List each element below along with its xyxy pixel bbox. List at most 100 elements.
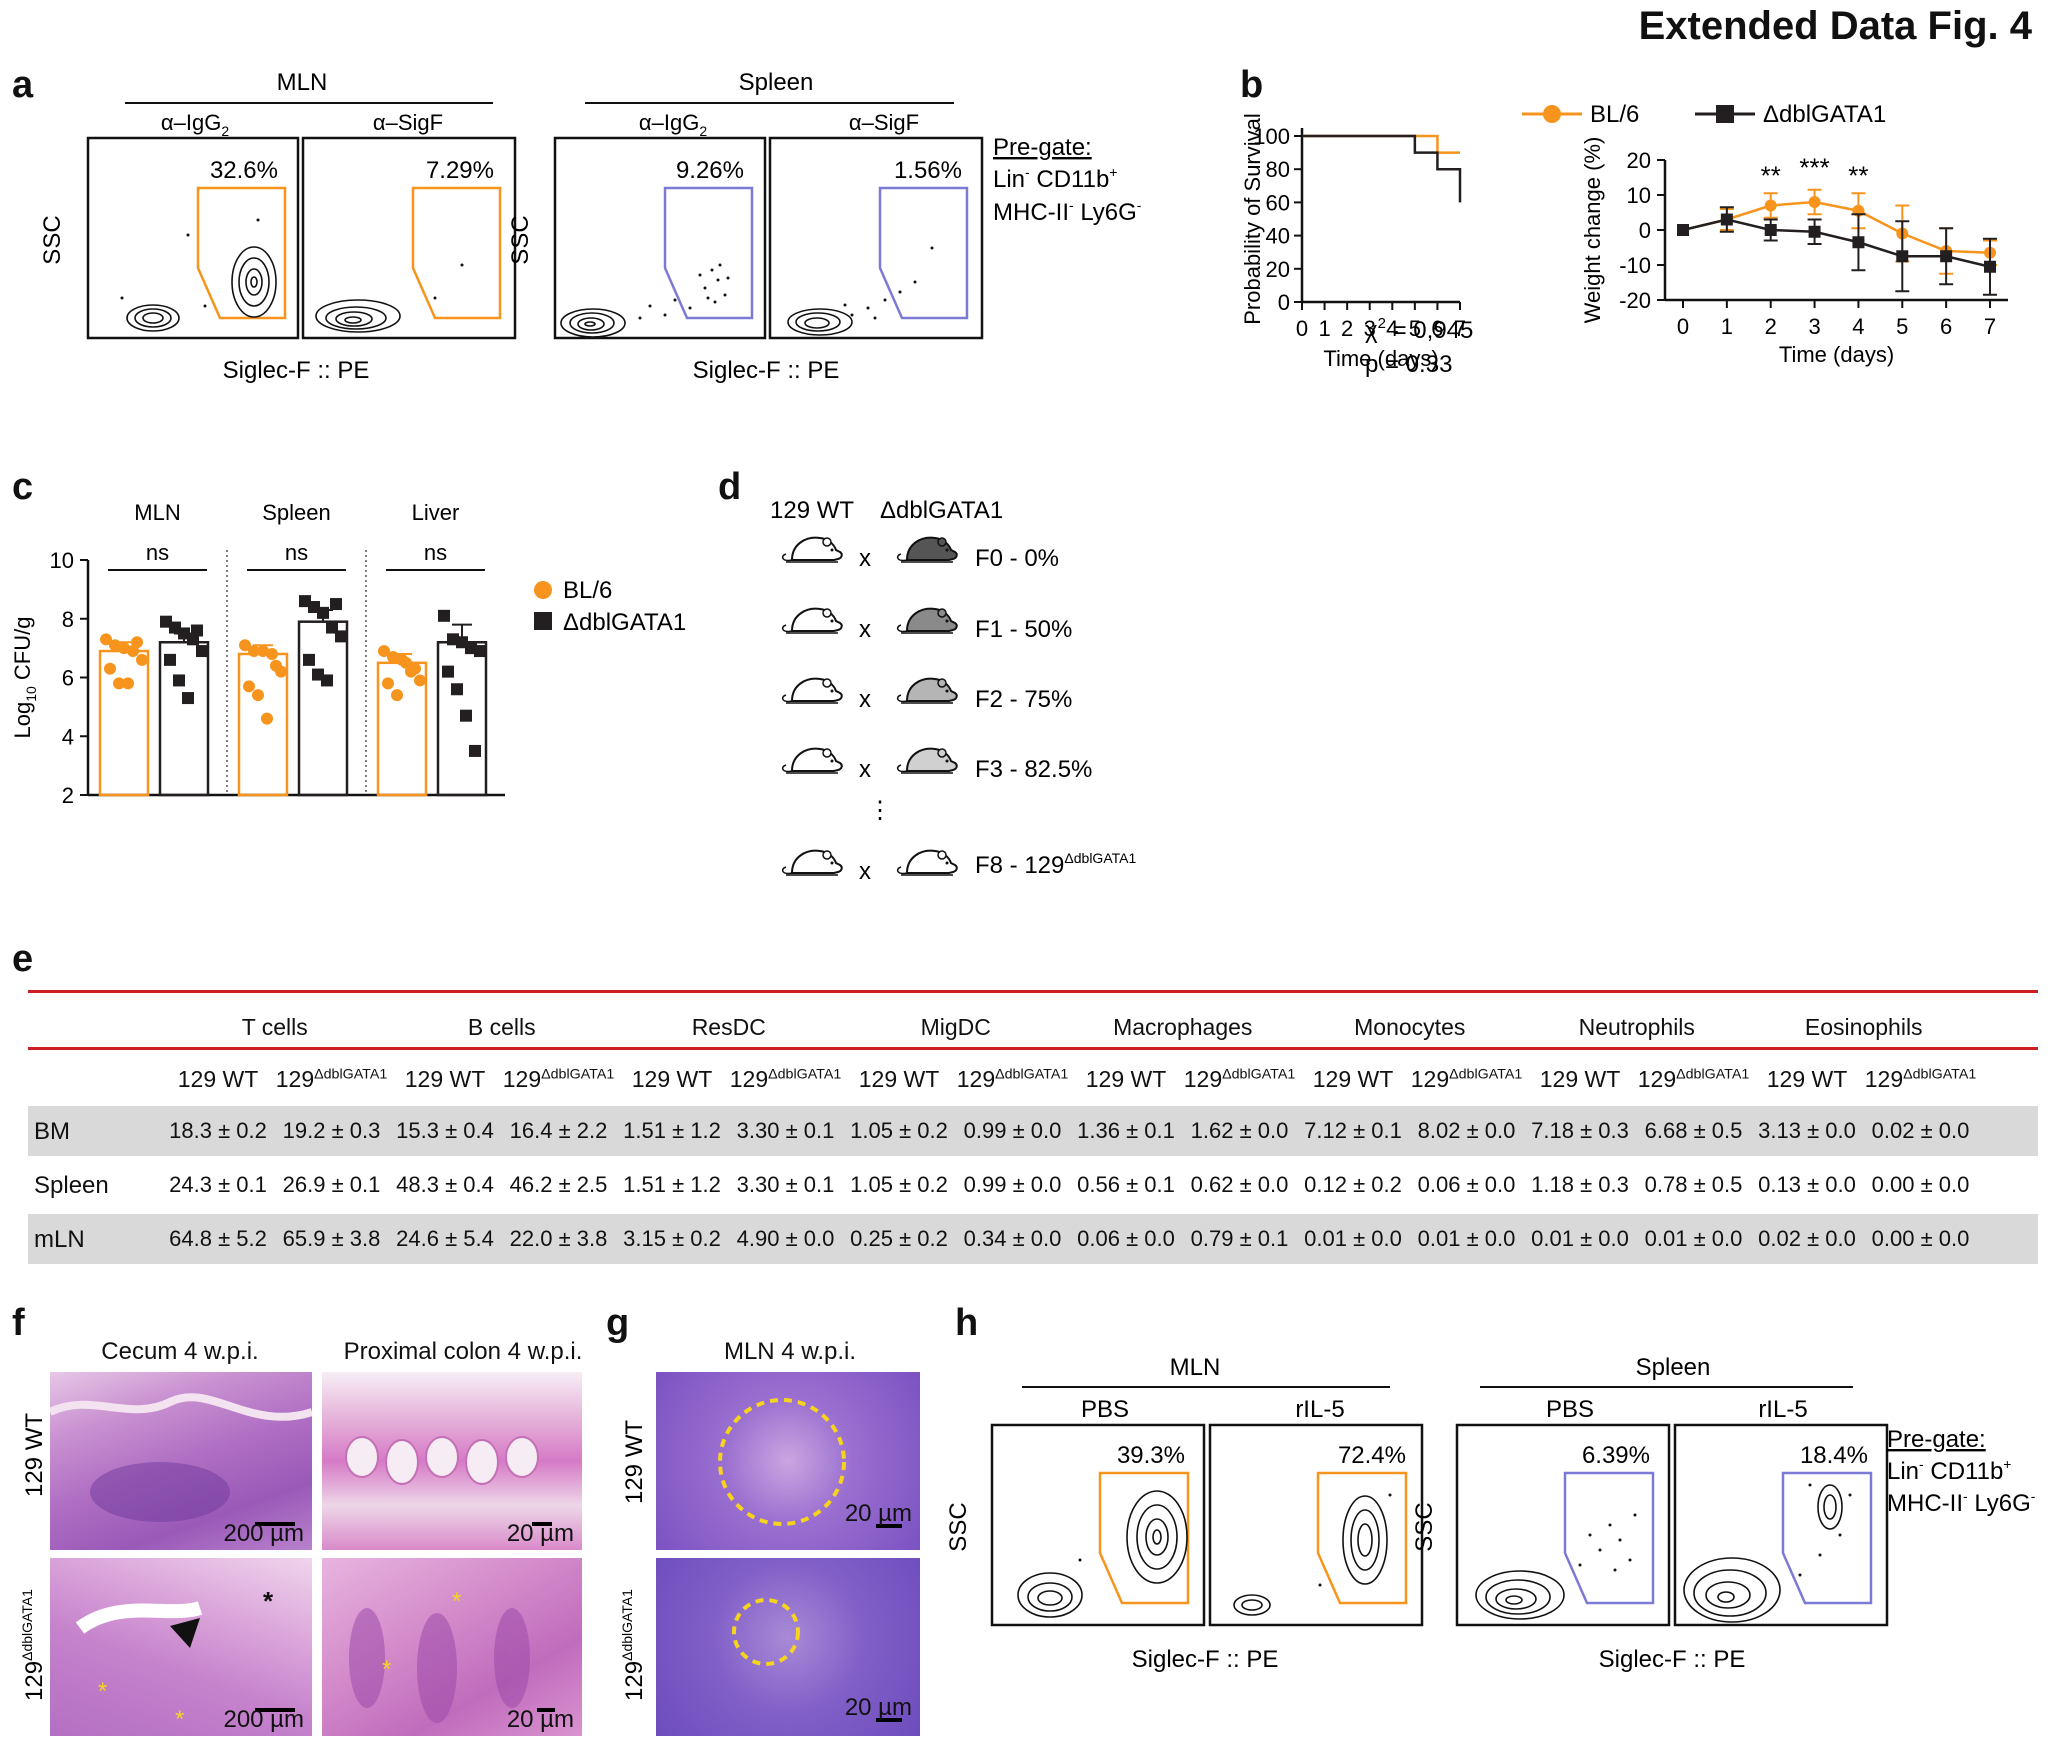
pct-mln-igg: 32.6% [210,157,278,184]
stat-chi: χ2 = 0,945 [1365,315,1473,344]
cfu-point-bl6 [118,642,130,655]
treatment-pbs-spleen: PBS [1546,1396,1594,1423]
pregate-title: Pre-gate: [993,134,1092,161]
stain-igg-mln: α–IgG2 [161,110,229,139]
table-mid-rule [28,1047,2038,1050]
survival-x-label: Time (days) [1323,346,1438,371]
table-cell: 24.3 ± 0.1 [169,1172,267,1197]
cfu-point-ko [173,674,185,687]
weight-y-tick-label: 20 [1627,148,1651,173]
cross-symbol: x [859,756,871,783]
weight-point-ko [1720,213,1733,226]
weight-x-label: Time (days) [1779,342,1894,367]
legend-c-label-bl6: BL/6 [563,577,612,604]
subheader-129wt: 129 WT [1766,1066,1848,1092]
weight-point-ko [1852,236,1865,249]
generation-label: F2 - 75% [975,686,1072,713]
survival-x-tick-label: 5 [1409,316,1421,341]
gate-spleen-igg [663,186,754,320]
panel-label-d: d [718,466,742,508]
survival-y-tick-label: 0 [1278,290,1290,315]
table-cell: 0.79 ± 0.1 [1190,1226,1289,1251]
table-cell: 0.06 ± 0.0 [1077,1226,1175,1251]
weight-point-ko [1764,224,1777,236]
cfu-point-ko [330,598,342,611]
table-cell: 0.00 ± 0.0 [1871,1172,1970,1197]
group-mln-h: MLN [1170,1354,1221,1381]
flow-plot-mln-ril5 [1208,1423,1424,1627]
mouse-dblgata1-icon [896,536,958,563]
gate-mln-pbs [1098,1471,1190,1605]
table-header-neutrophils: Neutrophils [1578,1014,1695,1040]
panel-label-g: g [606,1302,630,1344]
gate-spleen-pbs [1563,1471,1655,1605]
generation-label: F1 - 50% [975,616,1072,643]
cfu-point-bl6 [261,712,273,725]
scale-bar [255,1522,295,1526]
treatment-ril5-spleen: rIL-5 [1758,1396,1807,1423]
legend-b: BL/6 ΔdblGATA1 [1522,101,1886,128]
germinal-center-circle [718,1398,846,1526]
table-header-monocytes: Monocytes [1354,1014,1466,1040]
cfu-point-ko [164,653,176,666]
panel-label-a: a [12,64,34,106]
table-cell: 7.18 ± 0.3 [1531,1118,1629,1143]
ssc-axis-label-h-spleen: SSC [1411,1502,1438,1551]
scale-label: 20 µm [844,1694,912,1721]
cfu-y-tick-label: 8 [62,607,74,632]
cfu-point-ko [460,709,472,722]
weight-point-ko [1808,225,1821,238]
gate-spleen-ril5 [1781,1471,1873,1605]
table-cell: 1.51 ± 1.2 [623,1118,721,1143]
cross-symbol: x [859,545,871,572]
subheader-129wt: 129 WT [631,1066,713,1092]
table-top-rule [28,990,2038,993]
subheader-129ko: 129ΔdblGATA1 [1864,1066,1977,1092]
table-header-resdc: ResDC [691,1014,766,1040]
pct-mln-sigf: 7.29% [426,157,494,184]
legend-c-label-ko: ΔdblGATA1 [563,609,686,636]
cfu-point-ko [451,683,463,696]
cfu-point-bl6 [136,653,148,666]
weight-point-bl6 [1808,196,1821,208]
weight-y-label: Weight change (%) [1580,137,1605,324]
header-dblgata1: ΔdblGATA1 [880,497,1003,524]
pct-mln-ril5: 72.4% [1338,1442,1406,1469]
table-cell: 22.0 ± 3.8 [509,1226,608,1251]
ns-label: ns [424,540,447,565]
table-cell: 48.3 ± 0.4 [396,1172,494,1197]
gate-mln-sigf [411,186,502,320]
weight-x-tick-label: 3 [1808,314,1820,339]
subheader-129wt: 129 WT [177,1066,259,1092]
legend-marker-bl6 [1543,105,1561,123]
table-header-migdc: MigDC [920,1014,991,1040]
table-row-label: mLN [34,1226,85,1253]
cfu-point-bl6 [104,662,116,675]
table-cell: 1.51 ± 1.2 [623,1172,721,1197]
title-mln-g: MLN 4 w.p.i. [723,1338,857,1365]
subheader-129ko: 129ΔdblGATA1 [1410,1066,1523,1092]
siglecf-axis-label: Siglec-F :: PE [223,357,370,384]
histology-mln-ko: 20 µm [656,1558,920,1736]
table-cell: 7.12 ± 0.1 [1304,1118,1402,1143]
cfu-point-ko [317,606,329,619]
star-yellow: * [382,1656,392,1683]
table-cell: 0.34 ± 0.0 [963,1226,1062,1251]
cfu-y-label: Log10 CFU/g [10,617,39,739]
cfu-point-bl6 [378,645,390,658]
figure-title: Extended Data Fig. 4 [1638,4,2032,48]
cfu-group-label: Spleen [262,500,331,525]
histology-colon-wt: 20 µm [322,1372,582,1550]
siglecf-axis-label-h: Siglec-F :: PE [1132,1646,1279,1673]
table-cell: 0.02 ± 0.0 [1871,1118,1970,1143]
cross-symbol: x [859,858,871,885]
group-spleen-label: Spleen [739,69,814,96]
flow-plot-spleen-sigf [768,136,984,340]
generation-label: F3 - 82.5% [975,756,1092,783]
table-cell: 0.01 ± 0.0 [1417,1226,1516,1251]
cfu-y-tick-label: 4 [62,724,74,749]
table-cell: 65.9 ± 3.8 [282,1226,381,1251]
subheader-129ko: 129ΔdblGATA1 [729,1066,842,1092]
gate-mln-ril5 [1316,1471,1408,1605]
